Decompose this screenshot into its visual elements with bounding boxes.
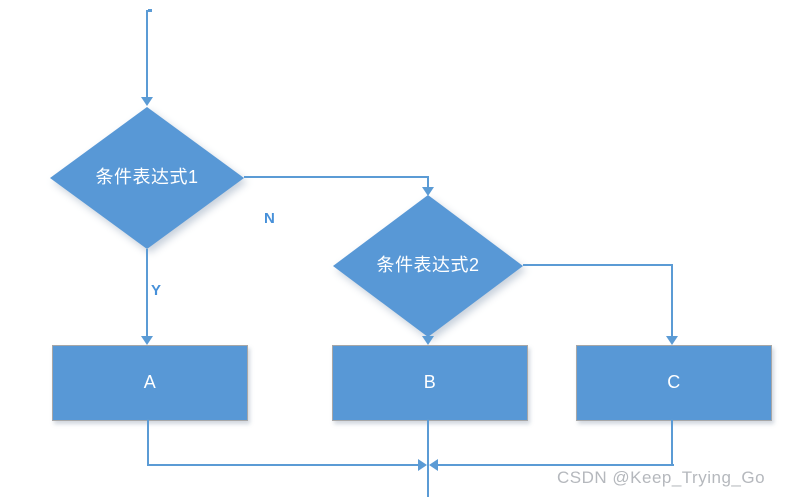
a-merge-hline [147, 464, 418, 466]
cond2-to-b-arrowhead-icon [422, 336, 434, 345]
yes-edge-line [146, 249, 148, 336]
c-merge-hline [438, 464, 674, 466]
no-edge-hline [244, 176, 428, 178]
entry-connector-nub [148, 9, 152, 12]
no-branch-label: N [264, 210, 275, 227]
c-merge-arrowhead-icon [429, 459, 438, 471]
process-c-box: C [576, 345, 772, 421]
no-edge-vline [427, 176, 429, 188]
a-merge-vline [147, 419, 149, 465]
process-b-label: B [423, 372, 437, 393]
condition2-diamond: 条件表达式2 [333, 195, 523, 337]
process-a-box: A [52, 345, 248, 421]
condition1-label: 条件表达式1 [95, 167, 199, 188]
entry-arrowhead-icon [141, 97, 153, 106]
condition2-label: 条件表达式2 [376, 255, 480, 276]
process-a-label: A [143, 372, 157, 393]
c-merge-vline [671, 419, 673, 465]
entry-edge-line [146, 10, 148, 98]
cond2-to-c-vline [671, 265, 673, 336]
yes-branch-label: Y [151, 282, 162, 299]
a-merge-arrowhead-icon [418, 459, 427, 471]
process-b-box: B [332, 345, 528, 421]
yes-arrowhead-icon [141, 336, 153, 345]
b-exit-vline [427, 419, 429, 497]
process-c-label: C [667, 372, 681, 393]
no-arrowhead-icon [422, 187, 434, 196]
watermark-text: CSDN @Keep_Trying_Go [557, 468, 766, 487]
cond2-to-c-arrowhead-icon [666, 336, 678, 345]
condition1-diamond: 条件表达式1 [50, 107, 244, 249]
cond2-to-c-hline [523, 264, 673, 266]
